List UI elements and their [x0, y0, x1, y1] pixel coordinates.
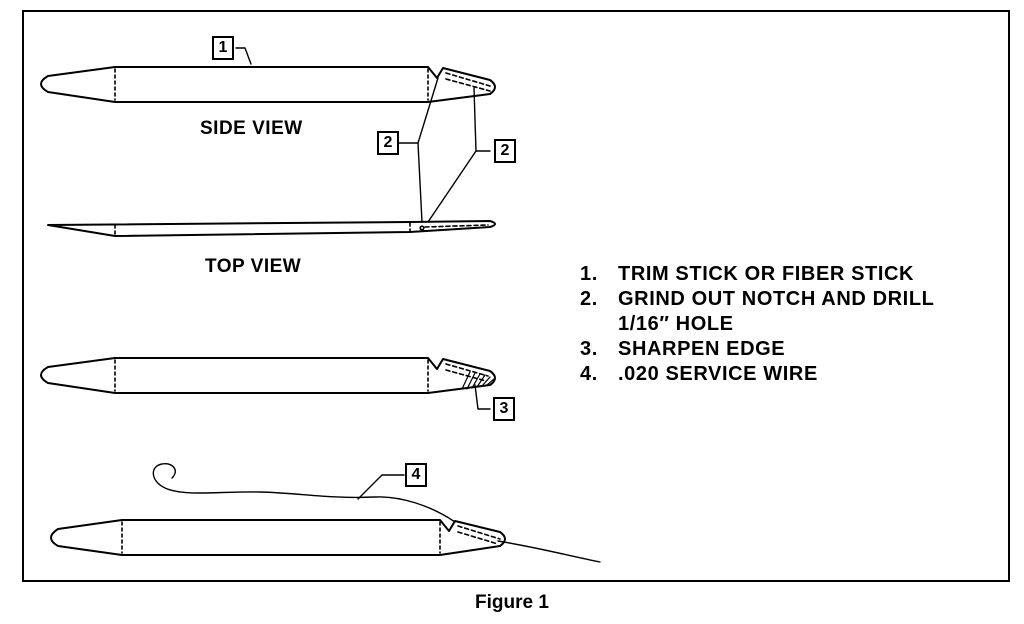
figure-caption: Figure 1	[475, 592, 549, 613]
callout-2-right: 2	[494, 139, 516, 163]
stick-with-wire	[50, 519, 506, 556]
callout-4: 4	[405, 463, 427, 487]
top-view-label: TOP VIEW	[205, 256, 302, 277]
legend-text: .020 SERVICE WIRE	[618, 363, 818, 385]
service-wire	[152, 463, 601, 563]
callout-1: 1	[212, 36, 234, 60]
drill-hole-icon	[419, 225, 425, 231]
legend-list: 1. TRIM STICK OR FIBER STICK 2. GRIND OU…	[580, 262, 934, 387]
leader-lines	[235, 47, 491, 500]
legend-text: GRIND OUT NOTCH AND DRILL 1/16″ HOLE	[618, 288, 935, 335]
sharpened-edge-hatch	[461, 371, 495, 390]
legend-text: SHARPEN EDGE	[618, 338, 786, 360]
figure-frame	[22, 10, 1010, 582]
legend-number: 1.	[580, 263, 598, 285]
legend-item: 3. SHARPEN EDGE	[580, 337, 934, 362]
legend-item: 2. GRIND OUT NOTCH AND DRILL 1/16″ HOLE	[580, 287, 934, 337]
stick-side-view	[40, 66, 496, 103]
legend-number: 3.	[580, 338, 598, 360]
stick-top-view	[47, 220, 496, 237]
legend-number: 4.	[580, 363, 598, 385]
callout-3: 3	[493, 397, 515, 421]
stick-sharpened	[40, 357, 496, 394]
legend-item: 4. .020 SERVICE WIRE	[580, 362, 934, 387]
legend-item: 1. TRIM STICK OR FIBER STICK	[580, 262, 934, 287]
callout-2-left: 2	[377, 131, 399, 155]
legend-text: TRIM STICK OR FIBER STICK	[618, 263, 915, 285]
side-view-label: SIDE VIEW	[200, 118, 303, 139]
legend-number: 2.	[580, 288, 598, 310]
